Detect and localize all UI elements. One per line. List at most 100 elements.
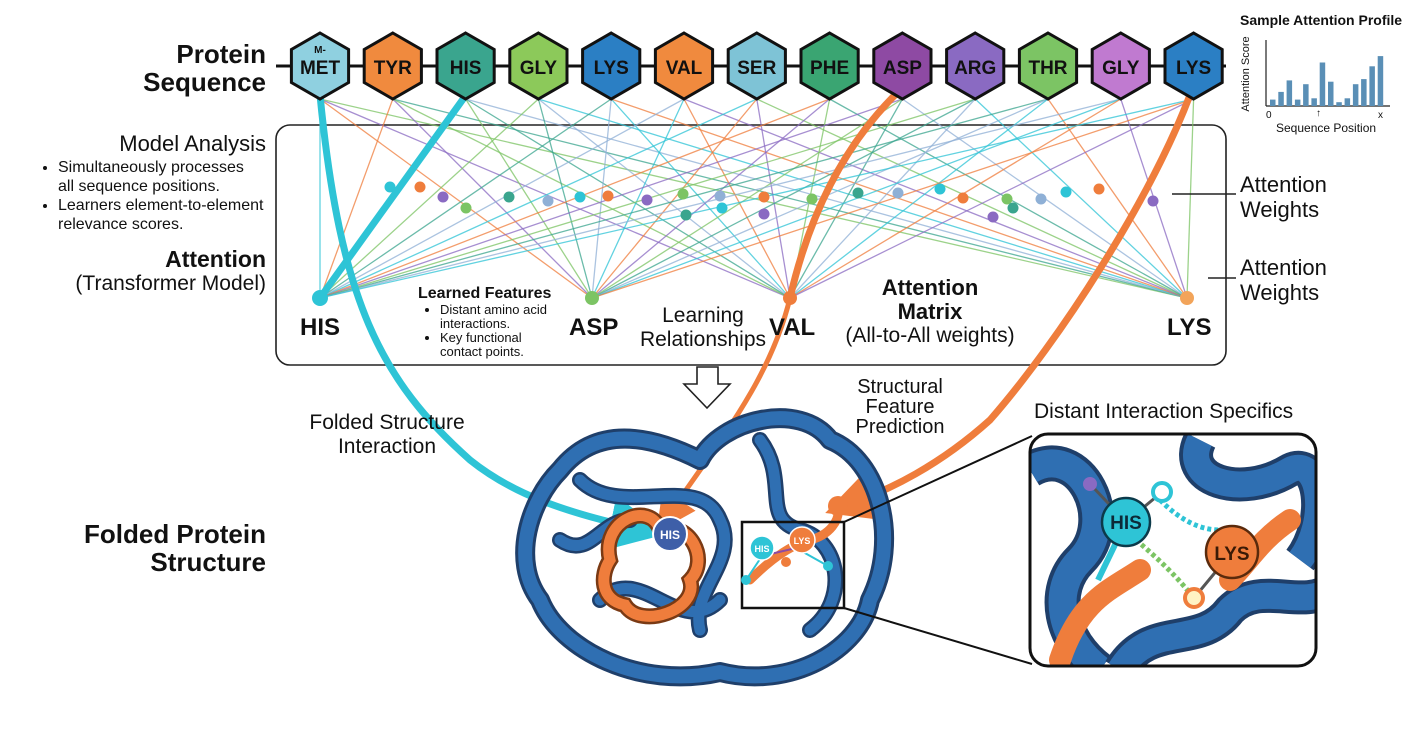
attention-line — [392, 98, 593, 299]
attention-node — [503, 191, 515, 203]
his-small-site — [749, 535, 775, 561]
residue-val-5: VAL — [653, 31, 715, 101]
tick-0: 0 — [1266, 110, 1272, 121]
attention-line — [591, 98, 831, 299]
residue-lys-12: LYS — [1163, 31, 1224, 101]
inset-lys-node — [1204, 524, 1260, 580]
attention-line — [465, 98, 593, 299]
attention-line — [591, 98, 685, 299]
residue-label: SER — [737, 58, 776, 79]
his-highlight-line — [317, 92, 469, 301]
attention-node — [957, 192, 969, 204]
sample-attention-chart — [1265, 40, 1390, 107]
attention-line — [789, 98, 1049, 299]
attention-model-label: Attention (Transformer Model) — [75, 246, 266, 295]
residue-label: VAL — [666, 58, 703, 79]
key-node-his: HIS — [300, 314, 341, 341]
attention-bar — [1319, 62, 1326, 106]
attention-line — [319, 98, 685, 299]
attention-node — [1060, 186, 1072, 198]
attention-node — [574, 191, 586, 203]
attention-line — [538, 98, 1188, 299]
lys-small-label: LYS — [794, 536, 811, 546]
attention-node — [677, 188, 689, 200]
residue-phe-7: PHE — [799, 31, 860, 101]
residue-arg-9: ARG — [945, 31, 1006, 101]
attention-node — [1147, 195, 1159, 207]
sample-profile-xlabel: Sequence Position — [1276, 121, 1377, 135]
attention-node — [1007, 202, 1019, 214]
attention-node — [934, 183, 946, 195]
key-node-dot — [1180, 291, 1194, 305]
attention-line — [319, 98, 1188, 299]
residue-thr-10: THR — [1017, 31, 1079, 101]
attention-line — [319, 98, 1194, 299]
folded-protein: HIS HIS LYS — [515, 408, 895, 687]
attention-node — [641, 194, 653, 206]
attention-bar — [1369, 66, 1375, 106]
residue-label: ARG — [954, 58, 996, 79]
residue-label: THR — [1028, 58, 1067, 79]
distant-interaction-title: Distant Interaction Specifics — [1034, 400, 1294, 423]
attention-line — [789, 98, 1194, 299]
inset-his-node — [1100, 496, 1152, 548]
attention-bar — [1270, 99, 1276, 106]
residue-tyr-1: TYR — [362, 31, 423, 101]
attention-line — [789, 98, 1122, 299]
inset-lys-label: LYS — [1214, 544, 1249, 565]
attention-line — [537, 98, 593, 299]
weights-pointer-2 — [1208, 277, 1236, 279]
residue-label: GLY — [520, 58, 558, 79]
residue-his-2: HIS — [435, 31, 496, 101]
attention-line — [392, 98, 1188, 299]
attention-matrix-label: Attention Matrix (All-to-All weights) — [845, 275, 1015, 348]
attention-bar — [1278, 91, 1284, 106]
attention-line — [591, 98, 758, 299]
lys-small-site — [788, 526, 816, 554]
attention-node — [437, 191, 449, 203]
residue-label: ASP — [883, 58, 922, 79]
key-node-dot — [585, 291, 599, 305]
attention-node — [414, 181, 426, 193]
key-node-lys: LYS — [1167, 314, 1212, 341]
attention-line — [319, 98, 394, 299]
attention-node — [987, 211, 999, 223]
attention-node — [602, 190, 614, 202]
learned-features-block: Learned Features Distant amino acidinter… — [418, 284, 551, 359]
attention-node — [1001, 193, 1013, 205]
attention-line — [319, 98, 791, 299]
attention-node — [892, 187, 904, 199]
attention-bar — [1286, 80, 1293, 106]
attention-node — [758, 208, 770, 220]
attention-line — [591, 98, 1194, 299]
residue-label: GLY — [1102, 58, 1140, 79]
attention-bar — [1336, 102, 1342, 106]
residue-label: TYR — [374, 58, 412, 79]
attention-node — [806, 193, 818, 205]
key-node-val: VAL — [769, 314, 816, 341]
attention-line — [789, 98, 903, 299]
inset-his-label: HIS — [1110, 513, 1142, 534]
attention-line — [974, 98, 1188, 299]
attention-node — [542, 195, 554, 207]
attention-node — [714, 190, 726, 202]
zoom-connector-bottom — [843, 607, 1033, 665]
attention-line — [319, 98, 758, 299]
attention-line — [319, 98, 593, 299]
weights-pointer-1 — [1172, 193, 1236, 195]
feature-prediction-site — [828, 496, 848, 516]
residue-label: LYS — [1176, 58, 1211, 79]
attention-line — [789, 98, 976, 299]
residue-ser-6: SER — [726, 31, 787, 101]
attention-node — [852, 187, 864, 199]
